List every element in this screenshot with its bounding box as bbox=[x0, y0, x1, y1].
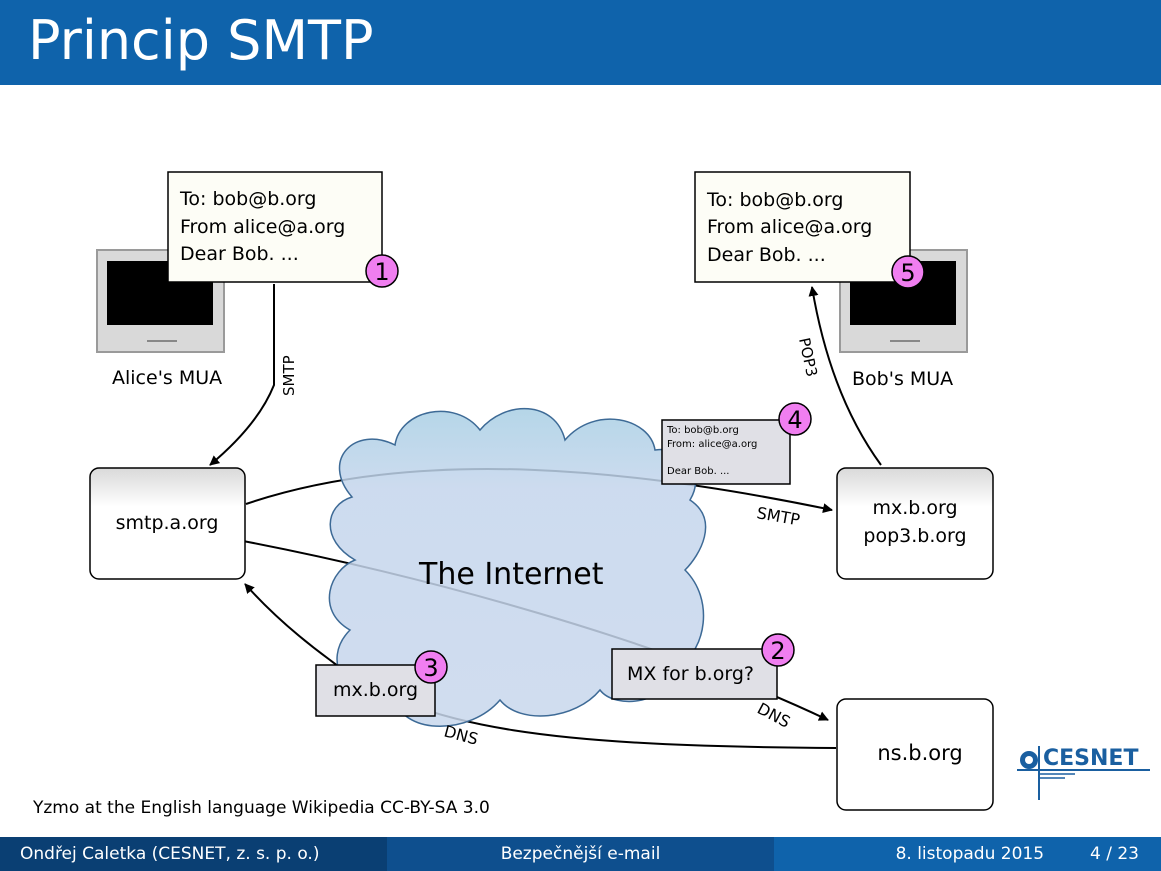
footer-topic: Bezpečnější e-mail bbox=[387, 837, 774, 871]
message-1-from: From alice@a.org bbox=[180, 216, 345, 238]
message-box-1: To: bob@b.org From alice@a.org Dear Bob.… bbox=[167, 171, 383, 283]
footer-right: 8. listopadu 2015 4 / 23 bbox=[774, 837, 1161, 871]
smtp-server-label: smtp.a.org bbox=[116, 512, 219, 534]
step-badge-2: 2 bbox=[761, 633, 795, 667]
cesnet-logo-icon bbox=[1017, 746, 1150, 800]
step-4-number: 4 bbox=[787, 406, 802, 434]
step-badge-1: 1 bbox=[365, 254, 399, 288]
smtp-server-box: smtp.a.org bbox=[89, 467, 246, 580]
mx-server-box: mx.b.org pop3.b.org bbox=[836, 467, 994, 580]
pop3-arrow-server-to-bob bbox=[808, 286, 882, 466]
cesnet-logo-text: CESNET bbox=[1043, 746, 1139, 771]
message-4-to: To: bob@b.org bbox=[666, 425, 739, 436]
title-bar: Princip SMTP bbox=[0, 0, 1161, 85]
message-box-4: To: bob@b.org From: alice@a.org Dear Bob… bbox=[661, 419, 791, 485]
message-4-body: Dear Bob. ... bbox=[667, 466, 730, 477]
internet-label: The Internet bbox=[418, 557, 604, 592]
dns-query-label: MX for b.org? bbox=[627, 663, 754, 685]
message-box-5: To: bob@b.org From alice@a.org Dear Bob.… bbox=[694, 171, 911, 283]
pop3-label: POP3 bbox=[795, 336, 821, 378]
pop3-server-label: pop3.b.org bbox=[863, 525, 966, 547]
step-badge-4: 4 bbox=[778, 402, 812, 436]
message-1-body: Dear Bob. ... bbox=[180, 243, 299, 265]
smtp-label-lower: SMTP bbox=[755, 503, 801, 529]
dns-answer-box: mx.b.org bbox=[315, 664, 436, 717]
footer-bar: Ondřej Caletka (CESNET, z. s. p. o.) Bez… bbox=[0, 837, 1161, 871]
footer-page-number: 4 / 23 bbox=[1090, 844, 1139, 864]
dns-label-left: DNS bbox=[442, 722, 480, 749]
dns-label-right: DNS bbox=[754, 699, 793, 732]
slide-title: Princip SMTP bbox=[28, 9, 374, 72]
dns-query-box: MX for b.org? bbox=[611, 648, 778, 700]
smtp-label-upper: SMTP bbox=[280, 355, 298, 396]
dns-answer-label: mx.b.org bbox=[333, 679, 418, 701]
step-1-number: 1 bbox=[374, 258, 389, 286]
footer-author: Ondřej Caletka (CESNET, z. s. p. o.) bbox=[0, 837, 387, 871]
step-badge-3: 3 bbox=[414, 650, 448, 684]
message-5-from: From alice@a.org bbox=[707, 216, 872, 238]
ns-server-box: ns.b.org bbox=[836, 698, 994, 811]
message-5-to: To: bob@b.org bbox=[706, 189, 843, 211]
mx-server-label: mx.b.org bbox=[872, 497, 957, 519]
internet-cloud bbox=[328, 408, 707, 727]
smtp-arrow-alice-to-server bbox=[209, 284, 275, 466]
message-5-body: Dear Bob. ... bbox=[707, 244, 826, 266]
message-1-to: To: bob@b.org bbox=[179, 188, 316, 210]
bob-mua-label: Bob's MUA bbox=[852, 368, 953, 390]
footer-date: 8. listopadu 2015 bbox=[895, 844, 1045, 864]
ns-server-label: ns.b.org bbox=[877, 741, 962, 765]
cesnet-logo: CESNET bbox=[1015, 740, 1155, 802]
step-2-number: 2 bbox=[770, 637, 785, 665]
message-4-from: From: alice@a.org bbox=[667, 439, 757, 450]
step-3-number: 3 bbox=[423, 654, 438, 682]
step-badge-5: 5 bbox=[891, 255, 925, 289]
smtp-diagram: Alice's MUA Bob's MUA The Internet smtp.… bbox=[89, 171, 994, 811]
step-5-number: 5 bbox=[900, 259, 915, 287]
alice-mua-label: Alice's MUA bbox=[112, 367, 222, 389]
image-credit: Yzmo at the English language Wikipedia C… bbox=[33, 798, 490, 818]
